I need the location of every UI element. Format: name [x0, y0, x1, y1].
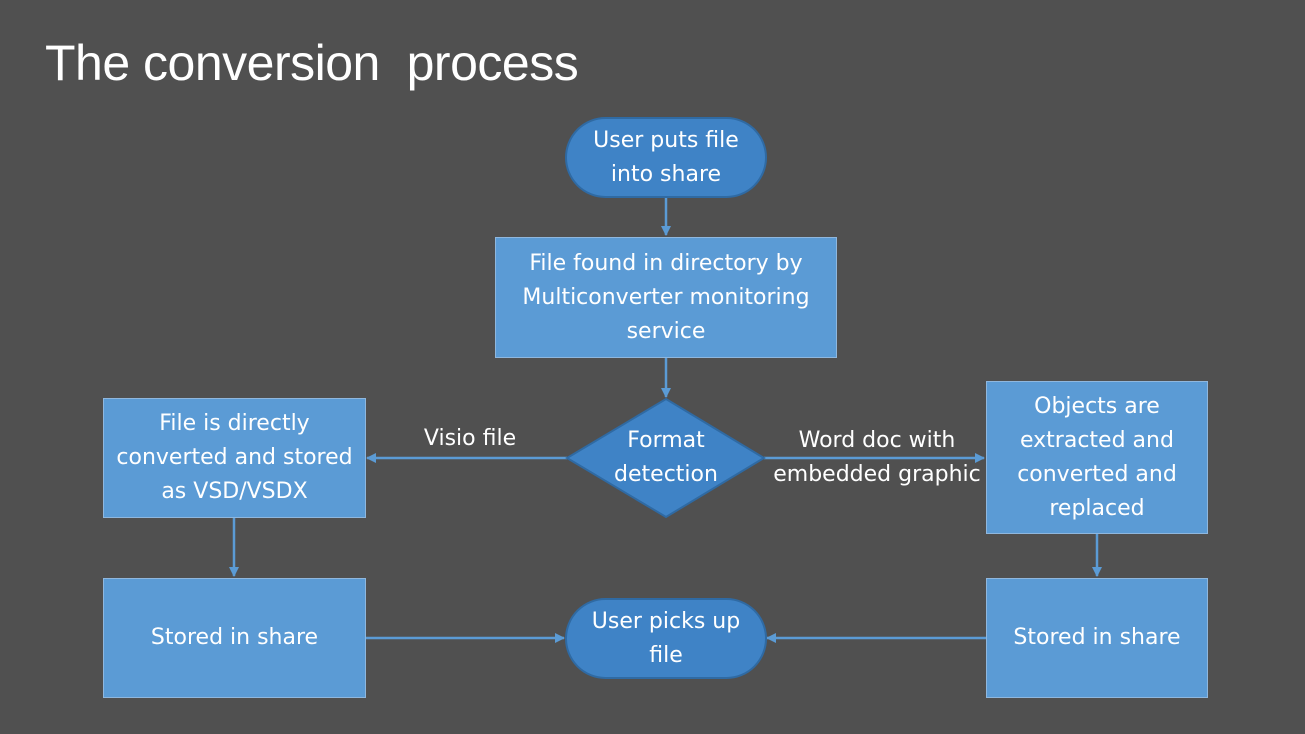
node-user-picks-up-file-label: User picks up file — [591, 608, 741, 668]
node-stored-in-share-right: Stored in share — [986, 578, 1208, 698]
node-stored-in-share-left: Stored in share — [103, 578, 366, 698]
node-user-puts-file: User puts file into share — [565, 117, 767, 198]
node-direct-conversion-label: File is directly converted and stored as… — [116, 411, 353, 504]
format-detection-diamond — [565, 397, 766, 519]
node-direct-conversion: File is directly converted and stored as… — [103, 398, 366, 518]
node-user-puts-file-label: User puts file into share — [593, 127, 739, 187]
node-stored-in-share-left-label: Stored in share — [150, 625, 319, 650]
node-file-found-label: File found in directory by Multiconverte… — [522, 250, 810, 344]
node-file-found: File found in directory by Multiconverte… — [495, 237, 837, 358]
node-stored-in-share-right-label: Stored in share — [1013, 625, 1181, 650]
node-format-detection-label: Format detection — [614, 428, 718, 487]
edge-label-visio-file: Visio file — [423, 426, 517, 451]
node-objects-extracted-label: Objects are extracted and converted and … — [1017, 393, 1177, 521]
node-user-picks-up-file: User picks up file — [565, 598, 767, 679]
edge-label-word-doc: Word doc with embedded graphic — [773, 428, 981, 487]
node-objects-extracted: Objects are extracted and converted and … — [986, 381, 1208, 534]
slide-title: The conversion process — [45, 35, 579, 91]
